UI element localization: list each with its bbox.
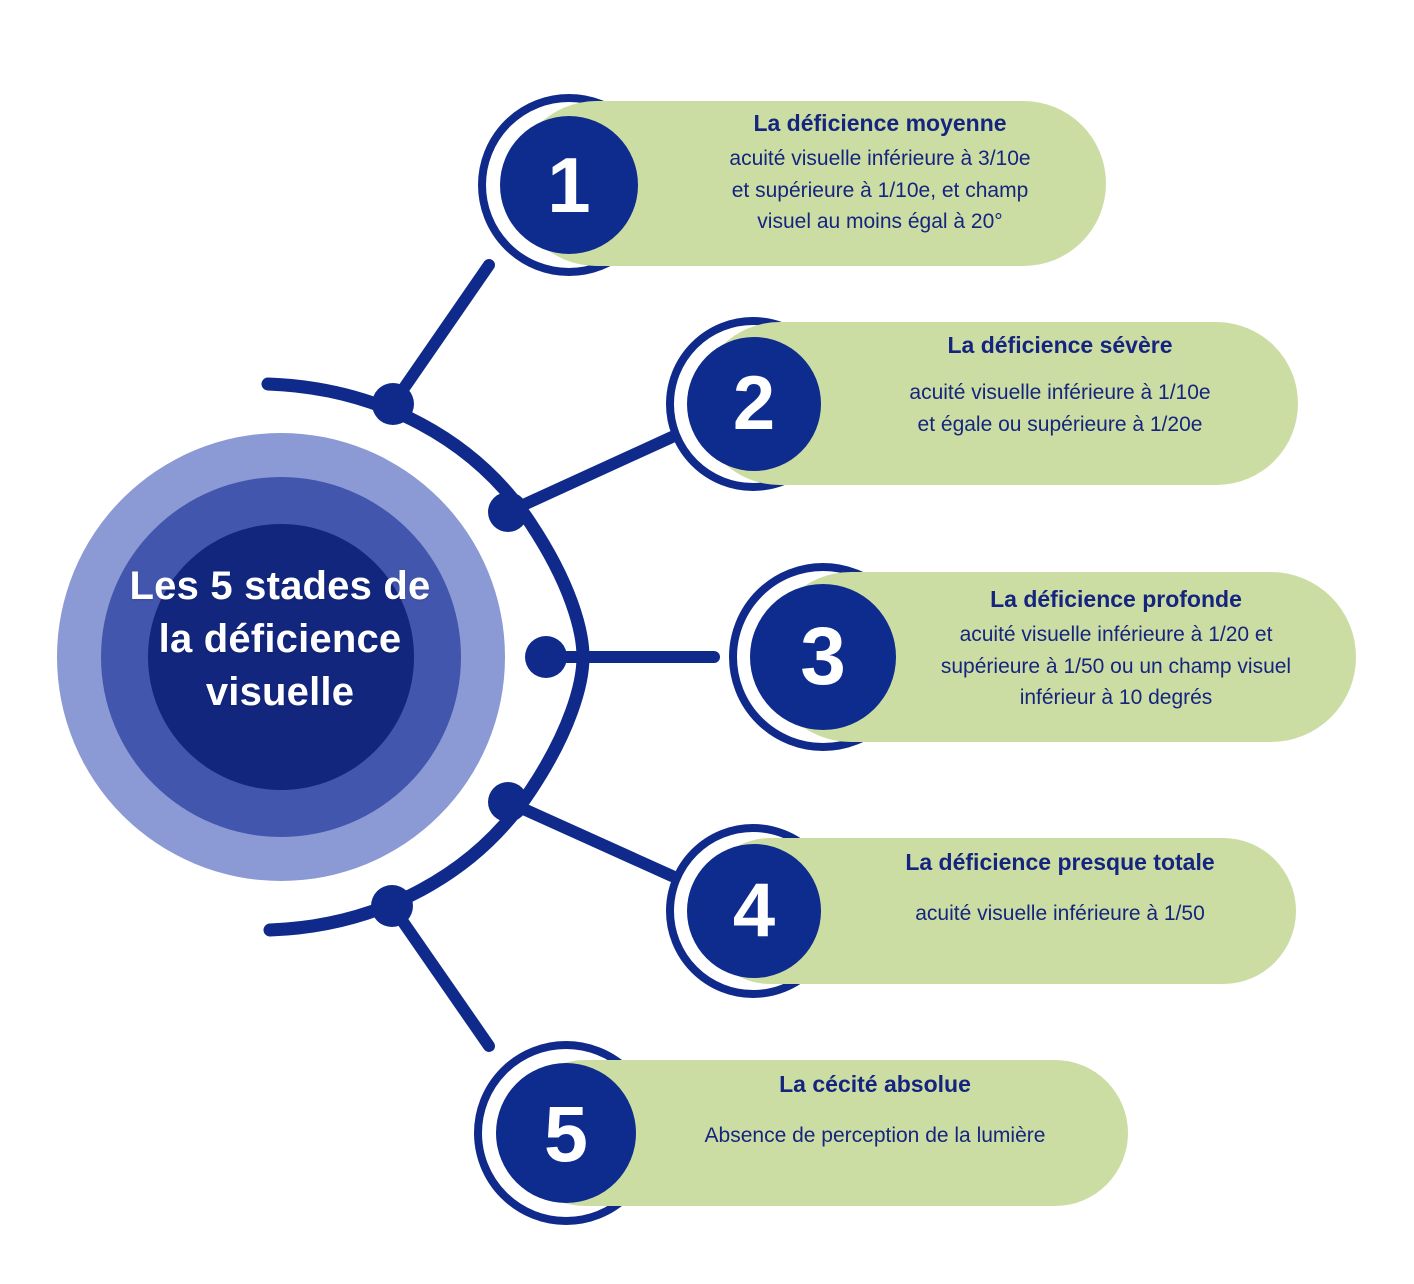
stage-number-badge-5[interactable]: 5 [496,1063,636,1203]
stage-text-3: La déficience profonde acuité visuelle i… [890,584,1342,714]
connector-lines [386,259,720,1052]
stage-desc-3-line-3: inférieur à 10 degrés [1019,686,1213,710]
junction-dot-2[interactable] [488,492,528,532]
stage-desc-2-line-2: et égale ou supérieure à 1/20e [917,412,1203,436]
stage-number-badge-1[interactable]: 1 [500,116,638,254]
connector-line-5 [386,900,495,1052]
junction-dot-3[interactable] [525,636,567,678]
hub-rings [57,433,505,881]
stage-number-badge-4[interactable]: 4 [687,844,821,978]
hub-ring-inner-circle [148,524,414,790]
junction-dot-5[interactable] [371,885,413,927]
connector-line-1 [387,259,495,410]
stage-desc-3-line-1: acuité visuelle inférieure à 1/20 et [959,623,1273,647]
stage-number-badge-3[interactable]: 3 [750,584,896,730]
junction-dot-4[interactable] [488,782,528,822]
stage-desc-5-line-1: Absence de perception de la lumière [704,1124,1046,1148]
junction-dots [371,383,567,927]
stage-text-1: La déficience moyenne acuité visuelle in… [660,108,1100,238]
stage-desc-1-line-1: acuité visuelle inférieure à 3/10e [729,147,1031,171]
stage-desc-3-line-2: supérieure à 1/50 ou un champ visuel [940,654,1292,678]
stage-title-5: La cécité absolue [779,1071,971,1097]
stage-title-4: La déficience presque totale [905,849,1215,875]
connector-line-2 [502,431,678,518]
stage-desc-1-line-3: visuel au moins égal à 20° [757,210,1003,234]
stage-number-badge-2[interactable]: 2 [687,337,821,471]
stage-desc-4-line-1: acuité visuelle inférieure à 1/50 [915,902,1205,926]
stage-text-2: La déficience sévère acuité visuelle inf… [836,330,1284,440]
stage-title-1: La déficience moyenne [753,110,1007,136]
stage-desc-2-line-1: acuité visuelle inférieure à 1/10e [909,381,1211,405]
stage-title-3: La déficience profonde [990,586,1242,612]
stage-desc-1-line-2: et supérieure à 1/10e, et champ [731,178,1029,202]
stage-text-5: La cécité absolue Absence de perception … [640,1069,1110,1152]
stage-text-4: La déficience presque totale acuité visu… [836,847,1284,930]
connector-line-4 [502,796,678,882]
junction-dot-1[interactable] [372,383,414,425]
stage-title-2: La déficience sévère [947,332,1173,358]
